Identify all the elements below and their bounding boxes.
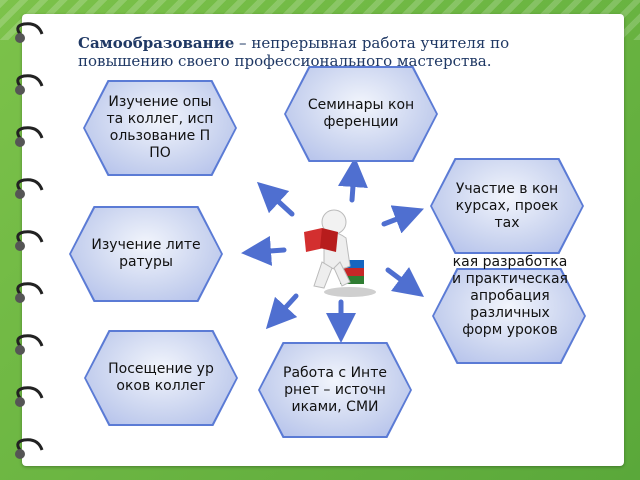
- header-definition: – непрерывная работа учителя по повышени…: [78, 34, 510, 70]
- node-lesson-forms-bg: [434, 270, 584, 362]
- arrow-up-left: [256, 181, 295, 217]
- header-term: Самообразование: [78, 34, 235, 52]
- node-lesson-forms-text: кая разработка и практическая апробация …: [452, 254, 568, 338]
- node-colleagues-text: Изучение опыта коллег, использование ППО: [106, 94, 214, 161]
- page-header: Самообразование – непрерывная работа учи…: [78, 34, 598, 70]
- node-seminars-text: Семинары конференции: [307, 97, 415, 130]
- node-contests: Участие в конкурсах, проектах: [432, 160, 582, 252]
- node-colleagues-experience: Изучение опыта коллег, использование ППО: [85, 82, 235, 174]
- node-visiting-lessons: Посещение уроков коллег: [86, 332, 236, 424]
- spiral-binding: [15, 22, 44, 459]
- node-literature-text: Изучение литературы: [91, 237, 201, 270]
- node-internet-text: Работа с Интернет – источниками, СМИ: [283, 364, 387, 415]
- node-literature: Изучение литературы: [71, 208, 221, 300]
- node-contests-text: Участие в конкурсах, проектах: [455, 180, 559, 231]
- node-lesson-forms: кая разработка и практическая апробация …: [440, 254, 580, 339]
- node-internet: Работа с Интернет – источниками, СМИ: [260, 344, 410, 436]
- node-visiting-text: Посещение уроков коллег: [108, 361, 214, 394]
- arrow-down-left: [265, 293, 299, 330]
- node-seminars: Семинары конференции: [286, 68, 436, 160]
- arrow-up-right: [381, 205, 425, 234]
- arrow-left: [241, 235, 287, 266]
- arrow-up: [337, 157, 368, 203]
- arrow-down-right: [385, 267, 424, 297]
- reading-person-figure: [304, 209, 376, 297]
